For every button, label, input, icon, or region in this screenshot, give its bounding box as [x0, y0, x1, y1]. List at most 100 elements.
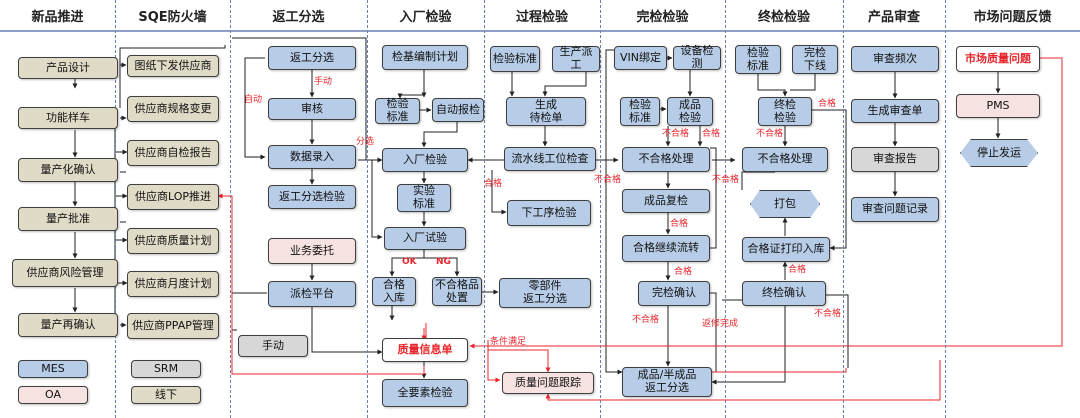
node-audit[interactable]: 审核 — [268, 98, 356, 120]
node-incoming-trial[interactable]: 入厂试验 — [384, 227, 466, 250]
label-fail: 不合格 — [662, 129, 690, 139]
node-mass-production-reconfirm[interactable]: 量产再确认 — [18, 313, 118, 337]
node-pass-warehouse[interactable]: 合格 入库 — [372, 277, 416, 306]
node-parts-rework-sort[interactable]: 零部件 返工分选 — [499, 278, 591, 308]
node-offline[interactable]: 完检 下线 — [792, 45, 838, 74]
node-product-recheck[interactable]: 成品复检 — [622, 189, 710, 213]
label-pass: 合格 — [702, 129, 721, 139]
legend-offline: 线下 — [131, 386, 201, 404]
node-quality-issue-tracking[interactable]: 质量问题跟踪 — [502, 372, 594, 394]
column-divider — [725, 0, 726, 418]
node-functional-prototype[interactable]: 功能样车 — [18, 107, 118, 129]
node-production-dispatch[interactable]: 生产派工 — [552, 46, 600, 72]
node-all-element-inspect[interactable]: 全要素检验 — [382, 379, 468, 407]
node-final-ng-handle[interactable]: 不合格处理 — [622, 147, 710, 172]
label-fail: 不合格 — [814, 309, 842, 319]
node-mass-production-confirm[interactable]: 量产化确认 — [18, 158, 118, 182]
node-process-standard[interactable]: 检验标准 — [490, 46, 540, 72]
label-fail: 不合格 — [632, 315, 660, 325]
node-incoming-standard[interactable]: 检验 标准 — [375, 98, 420, 124]
legend-oa: OA — [18, 386, 88, 404]
node-market-quality-issue[interactable]: 市场质量问题 — [956, 46, 1040, 72]
label-pass: 合格 — [788, 265, 807, 275]
header-market-feedback: 市场问题反馈 — [973, 9, 1052, 25]
node-generate-pending[interactable]: 生成 待检单 — [506, 97, 586, 126]
node-mass-production-approval[interactable]: 量产批准 — [18, 207, 118, 231]
node-quality-info-sheet[interactable]: 质量信息单 — [382, 338, 468, 362]
node-dispatch-platform[interactable]: 派检平台 — [268, 281, 356, 307]
node-product-design[interactable]: 产品设计 — [18, 57, 118, 79]
node-supplier-quality-plan[interactable]: 供应商质量计划 — [127, 228, 219, 254]
node-supplier-ppap-management[interactable]: 供应商PPAP管理 — [127, 313, 219, 339]
node-review-report[interactable]: 审查报告 — [851, 147, 939, 172]
node-end-inspect[interactable]: 终检 检验 — [758, 97, 812, 126]
node-generate-review[interactable]: 生成审查单 — [851, 99, 939, 123]
header-final-check: 完检检验 — [636, 9, 689, 25]
label-auto: 自动 — [244, 95, 263, 105]
column-divider — [600, 0, 601, 418]
node-pass-continue[interactable]: 合格继续流转 — [622, 235, 710, 262]
column-divider — [484, 0, 485, 418]
header-product-review: 产品审查 — [867, 9, 920, 25]
column-divider — [230, 0, 231, 418]
legend-mes: MES — [18, 360, 88, 378]
node-inspection-plan[interactable]: 检基编制计划 — [382, 45, 468, 70]
header-separator — [0, 30, 1080, 32]
node-supplier-spec-change[interactable]: 供应商规格变更 — [127, 96, 219, 122]
label-condition-met: 条件满足 — [490, 337, 527, 347]
label-manual: 手动 — [314, 77, 333, 87]
node-rework-sort-check[interactable]: 返工分选检验 — [268, 185, 356, 209]
header-rework-sort: 返工分选 — [272, 9, 325, 25]
header-end-check: 终检检验 — [757, 9, 810, 25]
label-pass: 合格 — [674, 267, 693, 277]
node-manual[interactable]: 手动 — [238, 335, 308, 357]
node-review-issue-record[interactable]: 审查问题记录 — [851, 197, 939, 222]
node-end-standard[interactable]: 检验 标准 — [735, 45, 781, 74]
node-incoming-inspect[interactable]: 入厂检验 — [382, 148, 468, 172]
node-supplier-risk-management[interactable]: 供应商风险管理 — [12, 259, 118, 287]
label-fail: 不合格 — [712, 175, 740, 185]
node-device-detect[interactable]: 设备检测 — [673, 45, 721, 70]
node-certificate-print[interactable]: 合格证打印入库 — [742, 237, 830, 262]
node-supplier-monthly-plan[interactable]: 供应商月度计划 — [127, 271, 219, 297]
node-ng-disposal[interactable]: 不合格品 处置 — [432, 277, 482, 306]
header-process-inspection: 过程检验 — [515, 9, 568, 25]
node-review-frequency[interactable]: 审查频次 — [851, 46, 939, 72]
label-pass: 合格 — [484, 179, 503, 189]
label-pass: 合格 — [670, 219, 689, 229]
label-sort: 分选 — [356, 137, 375, 147]
label-ng: NG — [436, 257, 451, 267]
node-pms[interactable]: PMS — [956, 94, 1040, 118]
node-packing[interactable]: 打包 — [750, 190, 820, 218]
node-business-entrust[interactable]: 业务委托 — [268, 238, 356, 264]
column-divider — [945, 0, 946, 418]
node-final-standard[interactable]: 检验 标准 — [620, 97, 660, 126]
header-new-product: 新品推进 — [31, 9, 84, 25]
node-product-inspection[interactable]: 成品 检验 — [667, 97, 713, 126]
node-final-confirm[interactable]: 完检确认 — [638, 281, 710, 306]
node-rework-sort[interactable]: 返工分选 — [268, 46, 356, 70]
node-end-ng-handle[interactable]: 不合格处理 — [742, 147, 828, 172]
label-ok: OK — [402, 257, 417, 267]
node-supplier-self-check-report[interactable]: 供应商自检报告 — [127, 140, 219, 166]
node-finished-rework-sort[interactable]: 成品/半成品 返工分选 — [622, 367, 712, 397]
node-next-process-check[interactable]: 下工序检验 — [507, 200, 591, 226]
column-divider — [843, 0, 844, 418]
node-experiment-standard[interactable]: 实验 标准 — [397, 184, 451, 212]
label-pass: 合格 — [818, 99, 837, 109]
node-line-station-check[interactable]: 流水线工位检查 — [504, 147, 596, 171]
node-vin-binding[interactable]: VIN绑定 — [614, 46, 667, 70]
node-end-confirm[interactable]: 终检确认 — [742, 281, 826, 306]
column-divider — [367, 0, 368, 418]
legend-srm: SRM — [131, 360, 201, 378]
header-incoming-inspection: 入厂检验 — [399, 9, 452, 25]
node-data-entry[interactable]: 数据录入 — [268, 145, 356, 169]
label-rework-done: 返修完成 — [702, 319, 739, 329]
node-auto-report[interactable]: 自动报检 — [432, 98, 484, 122]
node-stop-shipping[interactable]: 停止发运 — [960, 139, 1038, 167]
header-sqe-firewall: SQE防火墙 — [138, 9, 207, 25]
node-supplier-lop-progress[interactable]: 供应商LOP推进 — [127, 184, 219, 210]
node-drawing-issue-supplier[interactable]: 图纸下发供应商 — [127, 55, 219, 77]
label-fail: 不合格 — [594, 175, 622, 185]
